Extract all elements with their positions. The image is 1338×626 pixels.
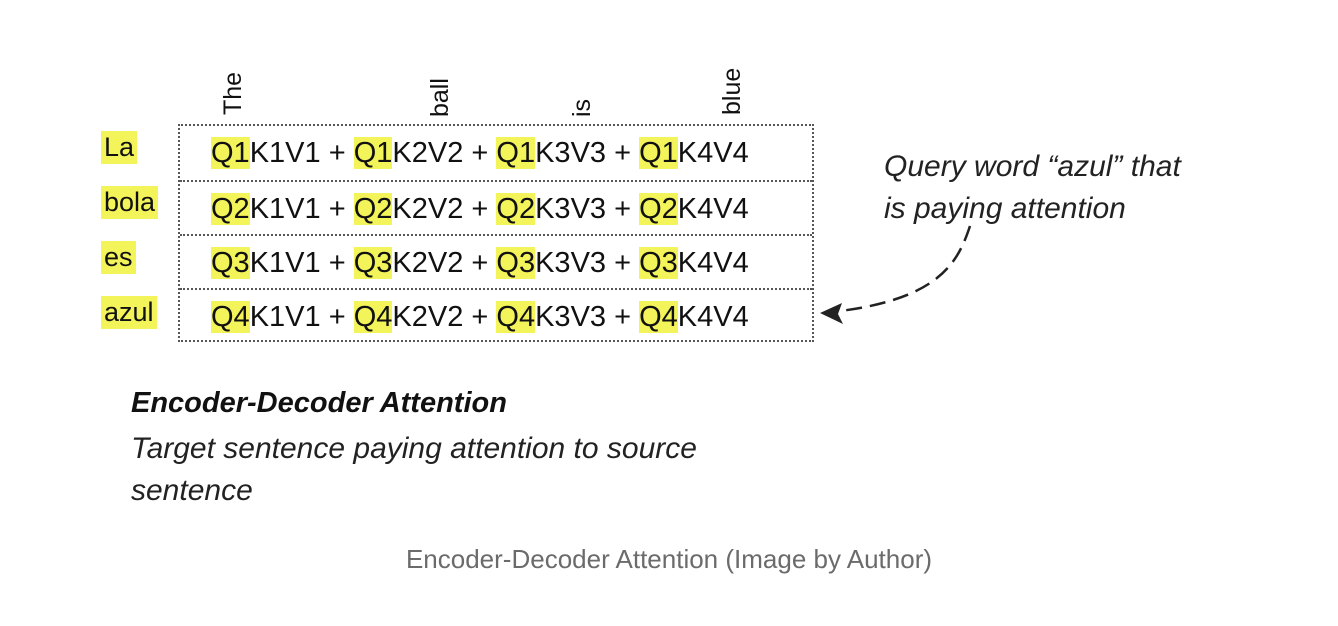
plus-operator: +: [471, 137, 489, 169]
key-value-term: K4V4: [677, 193, 749, 225]
key-value-term: K1V1: [249, 301, 321, 333]
grid-row-3: Q3K1V1 + Q3K2V2 + Q3K3V3 + Q3K4V4: [180, 234, 812, 288]
query-term: Q4: [211, 301, 250, 333]
key-value-term: K4V4: [677, 301, 749, 333]
key-value-term: K2V2: [392, 301, 464, 333]
key-value-term: K3V3: [535, 301, 607, 333]
plus-operator: +: [614, 301, 632, 333]
plus-operator: +: [614, 247, 632, 279]
plus-operator: +: [471, 247, 489, 279]
plus-operator: +: [328, 137, 346, 169]
plus-operator: +: [328, 247, 346, 279]
query-term: Q3: [639, 247, 678, 279]
key-value-term: K1V1: [249, 247, 321, 279]
query-term: Q1: [353, 137, 393, 169]
annotation-line-2: is paying attention: [884, 192, 1126, 225]
arrowhead-icon: [820, 303, 843, 324]
query-term: Q3: [211, 247, 250, 279]
row-label-la: La: [101, 131, 138, 164]
attention-grid: Q1K1V1 + Q1K2V2 + Q1K3V3 + Q1K4V4 Q2K1V1…: [178, 124, 814, 342]
key-value-term: K2V2: [392, 247, 464, 279]
annotation-line-1: Query word “azul” that: [884, 150, 1181, 183]
plus-operator: +: [614, 137, 632, 169]
query-term: Q2: [639, 193, 678, 225]
diagram-subtitle: Target sentence paying attention to sour…: [131, 432, 697, 507]
key-value-term: K1V1: [249, 193, 321, 225]
key-value-term: K3V3: [535, 193, 607, 225]
diagram-title: Encoder-Decoder Attention: [131, 387, 507, 419]
query-term: Q3: [496, 247, 536, 279]
query-term: Q2: [211, 193, 250, 225]
query-term: Q2: [353, 193, 393, 225]
key-value-term: K1V1: [249, 137, 321, 169]
row-label-azul: azul: [101, 296, 157, 329]
query-term: Q4: [353, 301, 393, 333]
plus-operator: +: [328, 301, 346, 333]
key-value-term: K4V4: [677, 137, 749, 169]
query-term: Q1: [211, 137, 250, 169]
plus-operator: +: [614, 193, 632, 225]
key-value-term: K3V3: [535, 137, 607, 169]
grid-row-2: Q2K1V1 + Q2K2V2 + Q2K3V3 + Q2K4V4: [180, 180, 812, 234]
query-term: Q3: [353, 247, 393, 279]
plus-operator: +: [471, 301, 489, 333]
figure-caption: Encoder-Decoder Attention (Image by Auth…: [405, 544, 933, 574]
key-value-term: K2V2: [392, 193, 464, 225]
plus-operator: +: [471, 193, 489, 225]
query-term: Q1: [496, 137, 536, 169]
key-value-term: K4V4: [677, 247, 749, 279]
plus-operator: +: [328, 193, 346, 225]
row-label-bola: bola: [101, 186, 159, 219]
key-value-term: K2V2: [392, 137, 464, 169]
query-term: Q2: [496, 193, 536, 225]
row-label-es: es: [101, 241, 136, 274]
grid-row-4: Q4K1V1 + Q4K2V2 + Q4K3V3 + Q4K4V4: [180, 288, 812, 342]
query-term: Q4: [639, 301, 678, 333]
key-value-term: K3V3: [535, 247, 607, 279]
grid-row-1: Q1K1V1 + Q1K2V2 + Q1K3V3 + Q1K4V4: [180, 126, 812, 180]
query-term: Q1: [639, 137, 678, 169]
query-term: Q4: [496, 301, 536, 333]
annotation-note: Query word “azul” that is paying attenti…: [884, 146, 1181, 230]
